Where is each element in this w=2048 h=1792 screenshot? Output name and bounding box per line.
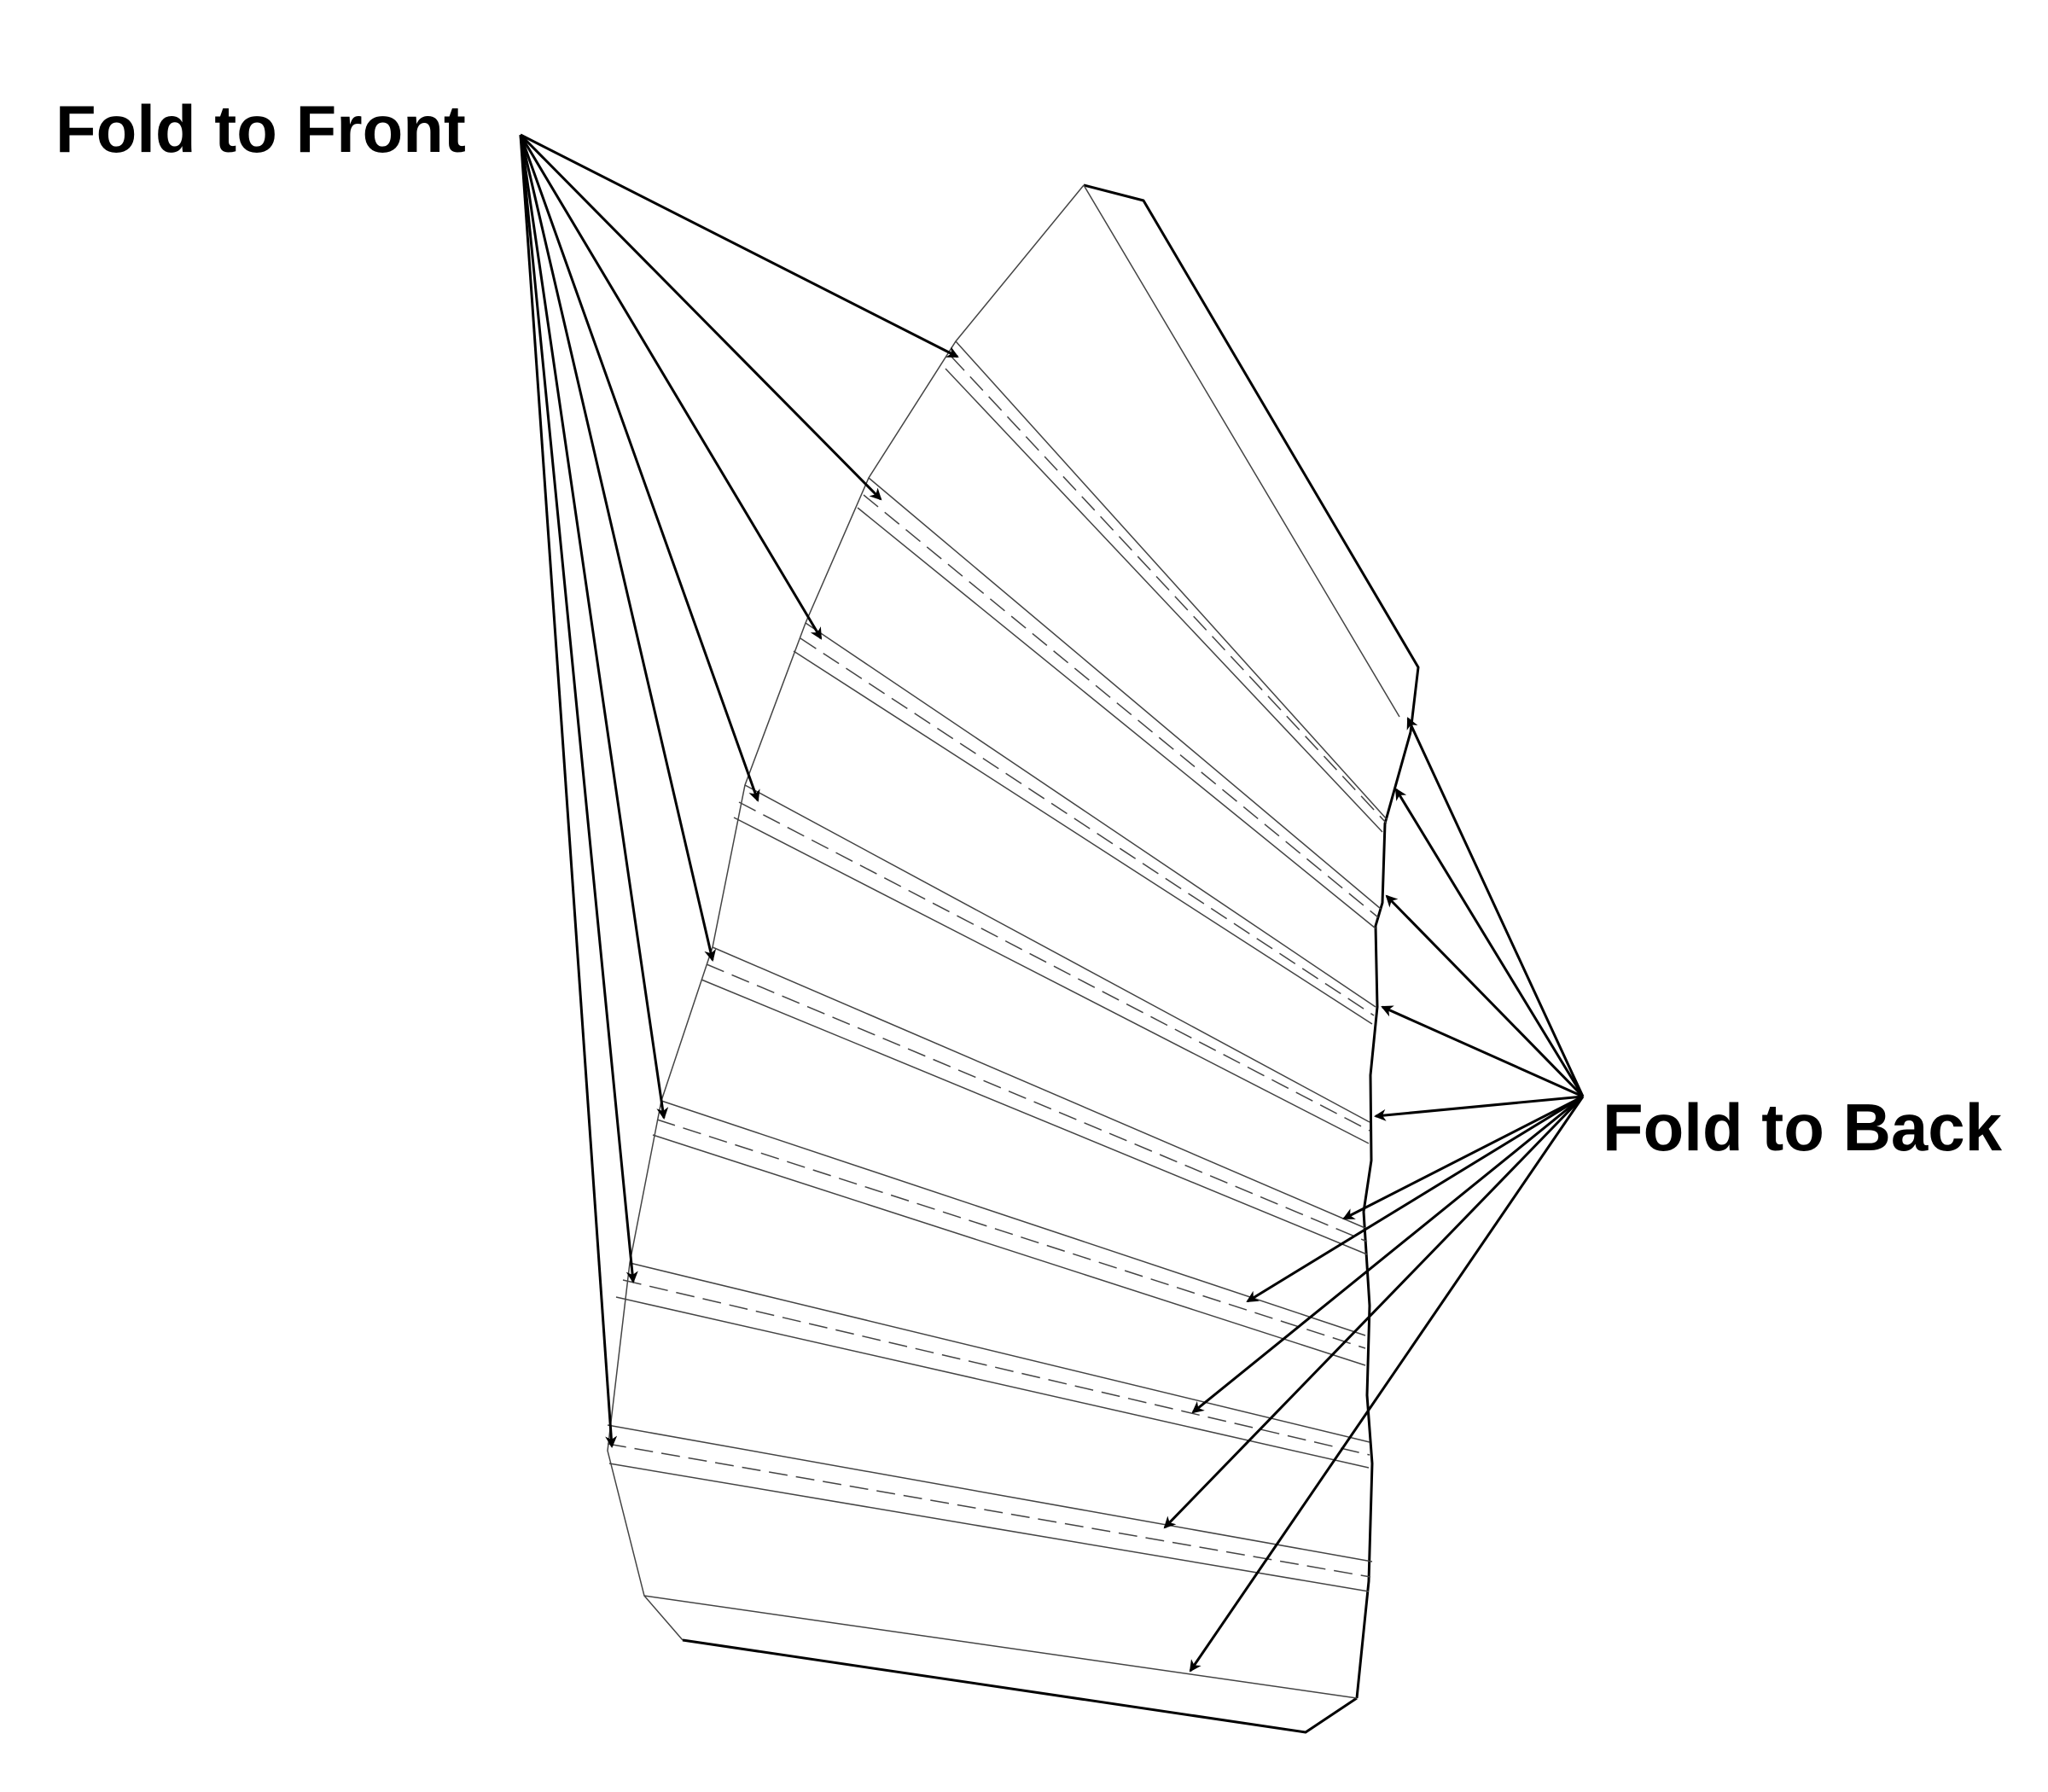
fold-front-arrows [519,133,959,1448]
fold-front-group: Fold to Front [55,91,959,1448]
front-arrow [519,133,882,501]
pleat-6 [652,1100,1366,1366]
front-arrow [519,134,618,1448]
front-arrow [519,134,638,1283]
back-arrow [1374,1095,1584,1121]
fold-back-label: Fold to Back [1603,1090,2003,1165]
back-arrow [1163,1095,1585,1529]
front-arrow [519,134,717,962]
front-arrow [519,134,760,802]
outline-bottom-edge [682,1638,1358,1734]
pleat-4 [733,784,1370,1144]
front-arrow [520,133,959,358]
outline-top-edge [1083,183,1420,733]
back-arrow [1385,894,1585,1098]
fold-back-group: Fold to Back [1163,717,2003,1673]
back-arrow [1381,1005,1584,1098]
pleat-1 [945,340,1388,833]
fold-back-arrows [1163,717,1585,1673]
back-arrow [1394,788,1585,1097]
outline-right-edge [1355,731,1412,1699]
pleat-8 [607,1424,1373,1592]
bottom-hem-line [643,1595,1358,1699]
back-arrow [1191,1095,1584,1414]
back-arrow [1342,1095,1584,1220]
pleat-3 [793,622,1376,1025]
pleat-7 [615,1262,1370,1469]
pleat-2 [857,477,1382,929]
back-arrow [1189,1096,1585,1673]
front-arrow [519,134,669,1120]
fold-front-label: Fold to Front [55,91,466,166]
top-inner-diagonal [1083,184,1400,718]
pleat-lines [607,340,1388,1699]
back-arrow [1406,717,1585,1097]
shape-outline [607,183,1420,1734]
back-arrow [1246,1095,1584,1303]
pleat-5 [701,946,1368,1255]
front-arrow [519,134,823,640]
